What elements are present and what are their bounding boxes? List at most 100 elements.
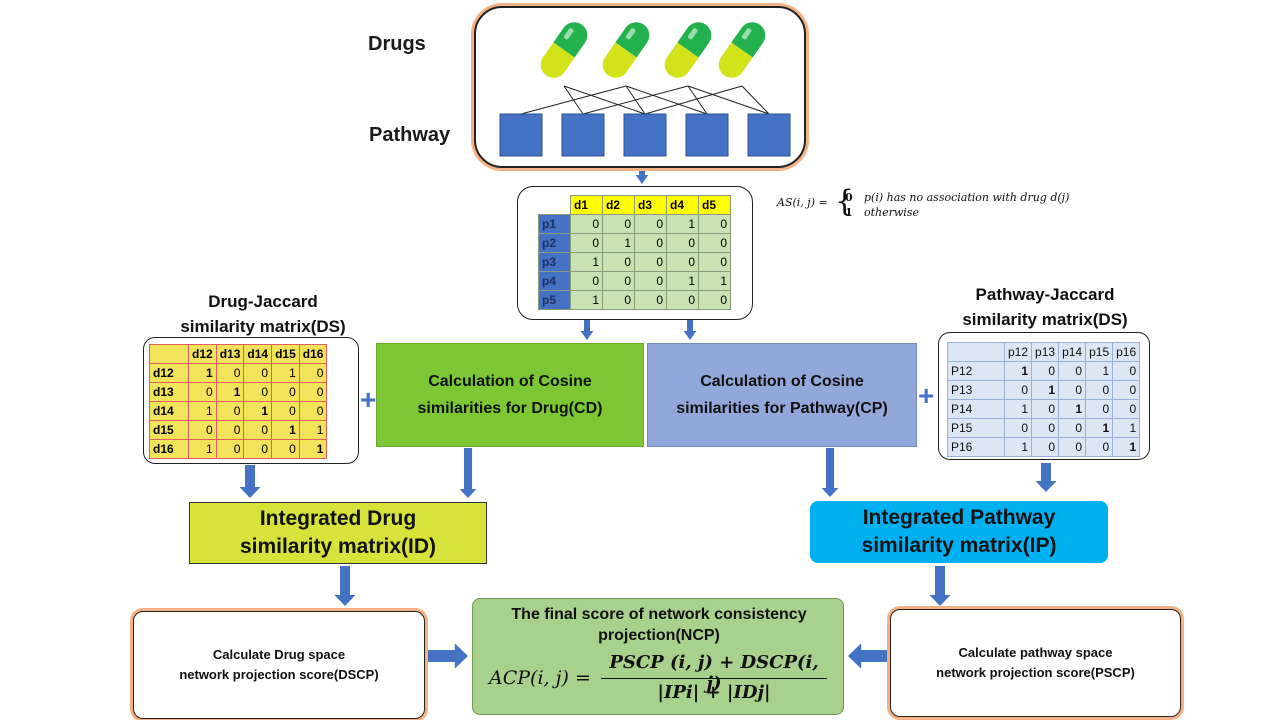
drug-jaccard-title-line2: similarity matrix(DS) — [180, 317, 346, 336]
matrix-cell: 1 — [1112, 437, 1141, 457]
bipartite-network — [499, 22, 791, 157]
matrix-cell: 0 — [1112, 361, 1141, 381]
row-header: d13 — [149, 382, 189, 402]
matrix-row: d12 1 0 0 1 0 — [149, 363, 328, 383]
network-edge — [687, 85, 708, 115]
col-header: d2 — [602, 195, 635, 215]
col-header: p13 — [1031, 342, 1060, 362]
matrix-cell: 1 — [215, 382, 245, 402]
row-header: P16 — [947, 437, 1005, 457]
matrix-cell: 0 — [602, 290, 635, 310]
row-header: P14 — [947, 399, 1005, 419]
cosine-pathway-box: Calculation of Cosine similarities for P… — [647, 343, 917, 447]
pathway-node — [685, 113, 729, 157]
arrow-matrix-to-cd — [580, 320, 594, 340]
pathway-jaccard-matrix-panel: p12 p13 p14 p15 p16 P12 1 0 0 1 0 P13 0 … — [938, 332, 1150, 460]
case2-value: 1 — [845, 206, 853, 219]
pathway-jaccard-title: Pathway-Jaccard similarity matrix(DS) — [925, 282, 1165, 332]
row-header: P12 — [947, 361, 1005, 381]
matrix-row: p1 0 0 0 1 0 — [538, 214, 731, 234]
pathway-label: Pathway — [369, 124, 451, 146]
row-header: d15 — [149, 420, 189, 440]
arrow-cd-to-id — [459, 448, 477, 498]
matrix-cell: 0 — [271, 382, 300, 402]
matrix-cell: 0 — [298, 401, 328, 421]
matrix-cell: 1 — [602, 233, 635, 253]
matrix-cell: 0 — [1112, 399, 1141, 419]
pathway-jaccard-title-line1: Pathway-Jaccard — [975, 285, 1115, 304]
matrix-cell: 0 — [1003, 380, 1033, 400]
matrix-cell: 0 — [1003, 418, 1033, 438]
plus-sign-pathway: + — [918, 380, 935, 411]
col-header: d15 — [271, 344, 300, 364]
matrix-cell: 0 — [215, 439, 245, 459]
matrix-cell: 0 — [666, 290, 699, 310]
matrix-corner — [149, 344, 189, 364]
matrix-cell: 0 — [215, 401, 245, 421]
matrix-cell: 0 — [602, 252, 635, 272]
pathway-node — [747, 113, 791, 157]
matrix-cell: 0 — [1085, 437, 1114, 457]
matrix-cell: 1 — [1003, 437, 1033, 457]
matrix-cell: 0 — [1058, 380, 1087, 400]
matrix-row: p3 1 0 0 0 0 — [538, 252, 731, 272]
arrow-matrix-to-cp — [683, 320, 697, 340]
col-header: d12 — [188, 344, 217, 364]
col-header: p15 — [1085, 342, 1114, 362]
matrix-cell: 1 — [188, 401, 217, 421]
matrix-cell: 0 — [188, 420, 217, 440]
matrix-cell: 1 — [666, 214, 699, 234]
matrix-cell: 0 — [1058, 361, 1087, 381]
pscp-box: Calculate pathway space network projecti… — [890, 609, 1181, 717]
network-edge — [625, 85, 708, 115]
arrow-ps-to-ip — [1035, 463, 1057, 492]
pathway-jaccard-title-line2: similarity matrix(DS) — [962, 310, 1128, 329]
pathway-node — [499, 113, 543, 157]
matrix-cell: 0 — [243, 363, 273, 383]
pathway-jaccard-matrix: p12 p13 p14 p15 p16 P12 1 0 0 1 0 P13 0 … — [947, 342, 1141, 457]
matrix-cell: 0 — [271, 439, 300, 459]
drug-jaccard-title-line1: Drug-Jaccard — [208, 292, 318, 311]
matrix-cell: 1 — [1085, 418, 1114, 438]
row-header: p5 — [538, 290, 571, 310]
matrix-cell: 0 — [698, 233, 731, 253]
arrow-dscp-to-ncp — [425, 643, 468, 669]
matrix-cell: 0 — [1058, 437, 1087, 457]
col-header: d14 — [243, 344, 273, 364]
ncp-title-line1: The final score of network consistency — [511, 606, 807, 623]
col-header: d4 — [666, 195, 699, 215]
ncp-title-line2: projection(NCP) — [598, 627, 720, 644]
cosine-pathway-line1: Calculation of Cosine — [700, 373, 864, 390]
pathway-node — [561, 113, 605, 157]
dscp-box: Calculate Drug space network projection … — [133, 611, 425, 719]
association-formula: AS(i, j) = { 0 p(i) has no association w… — [777, 185, 1137, 226]
cosine-drug-line1: Calculation of Cosine — [428, 373, 592, 390]
matrix-cell: 0 — [243, 420, 273, 440]
matrix-cell: 1 — [666, 271, 699, 291]
matrix-row: P14 1 0 1 0 0 — [947, 399, 1141, 419]
case1-text: p(i) has no association with drug d(j) — [864, 191, 1070, 204]
matrix-row: d15 0 0 0 1 1 — [149, 420, 328, 440]
matrix-cell: 1 — [188, 439, 217, 459]
ncp-formula-denominator: |IPi| + |IDj| — [657, 682, 771, 703]
matrix-cell: 0 — [666, 233, 699, 253]
matrix-cell: 1 — [243, 401, 273, 421]
matrix-corner — [947, 342, 1005, 362]
col-header: p14 — [1058, 342, 1087, 362]
matrix-cell: 0 — [634, 252, 667, 272]
matrix-cell: 0 — [271, 401, 300, 421]
cosine-drug-box: Calculation of Cosine similarities for D… — [376, 343, 644, 447]
matrix-cell: 1 — [570, 290, 603, 310]
drug-pill-icon — [540, 22, 588, 78]
matrix-row: d13 0 1 0 0 0 — [149, 382, 328, 402]
matrix-cell: 1 — [1112, 418, 1141, 438]
matrix-cell: 0 — [215, 363, 245, 383]
matrix-cell: 0 — [298, 382, 328, 402]
matrix-cell: 1 — [271, 363, 300, 383]
matrix-cell: 0 — [634, 214, 667, 234]
row-header: P13 — [947, 380, 1005, 400]
integrated-drug-line2: similarity matrix(ID) — [239, 535, 437, 558]
network-edge — [644, 85, 743, 115]
matrix-cell: 0 — [243, 439, 273, 459]
